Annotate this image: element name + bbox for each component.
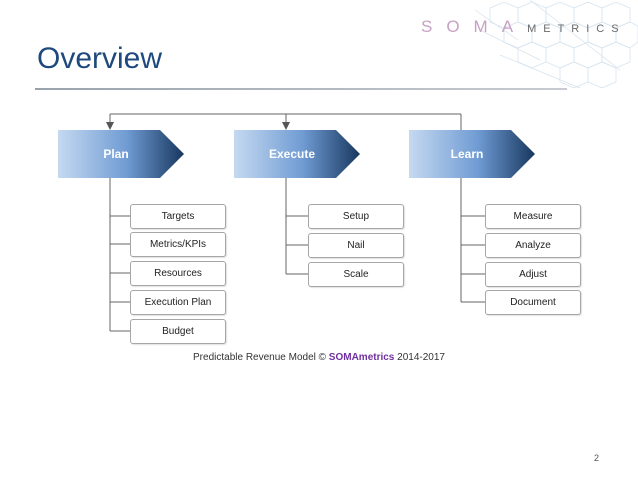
caption-years: 2014-2017 bbox=[394, 352, 445, 363]
stage-label-plan: Plan bbox=[103, 147, 129, 161]
execute-branch-lines bbox=[285, 178, 308, 275]
learn-item-analyze: Analyze bbox=[485, 233, 581, 258]
execute-item-nail: Nail bbox=[308, 233, 404, 258]
page-number: 2 bbox=[594, 453, 600, 463]
logo-metrics: METRICS bbox=[527, 23, 626, 35]
stage-arrow-learn bbox=[409, 130, 535, 178]
execute-item-scale: Scale bbox=[308, 262, 404, 287]
stage-label-execute: Execute bbox=[268, 147, 316, 161]
logo-soma: SOMA bbox=[421, 17, 528, 36]
learn-item-document: Document bbox=[485, 290, 581, 315]
plan-branch-lines bbox=[109, 178, 130, 332]
cycle-connector bbox=[106, 113, 462, 130]
caption-prefix: Predictable Revenue Model © bbox=[193, 352, 329, 363]
plan-item-metrics-kpis: Metrics/KPIs bbox=[130, 232, 226, 257]
caption-brand-bold: SOMA bbox=[328, 352, 359, 363]
logo-wordmark: SOMAMETRICS bbox=[421, 17, 626, 37]
learn-branch-lines bbox=[460, 178, 485, 303]
company-logo bbox=[380, 0, 638, 90]
stage-arrow-plan bbox=[58, 130, 184, 178]
title-underline bbox=[35, 88, 567, 90]
learn-item-measure: Measure bbox=[485, 204, 581, 229]
execute-item-setup: Setup bbox=[308, 204, 404, 229]
plan-item-targets: Targets bbox=[130, 204, 226, 229]
page-title: Overview bbox=[37, 42, 163, 75]
plan-item-execution-plan: Execution Plan bbox=[130, 290, 226, 315]
plan-item-resources: Resources bbox=[130, 261, 226, 286]
stage-arrow-execute bbox=[234, 130, 360, 178]
caption-brand-rest: metrics bbox=[358, 352, 395, 363]
copyright-caption: Predictable Revenue Model © SOMAmetrics … bbox=[190, 352, 448, 363]
plan-item-budget: Budget bbox=[130, 319, 226, 344]
logo-lattice-pattern bbox=[474, 0, 638, 89]
learn-item-adjust: Adjust bbox=[485, 262, 581, 287]
stage-label-learn: Learn bbox=[450, 147, 484, 161]
